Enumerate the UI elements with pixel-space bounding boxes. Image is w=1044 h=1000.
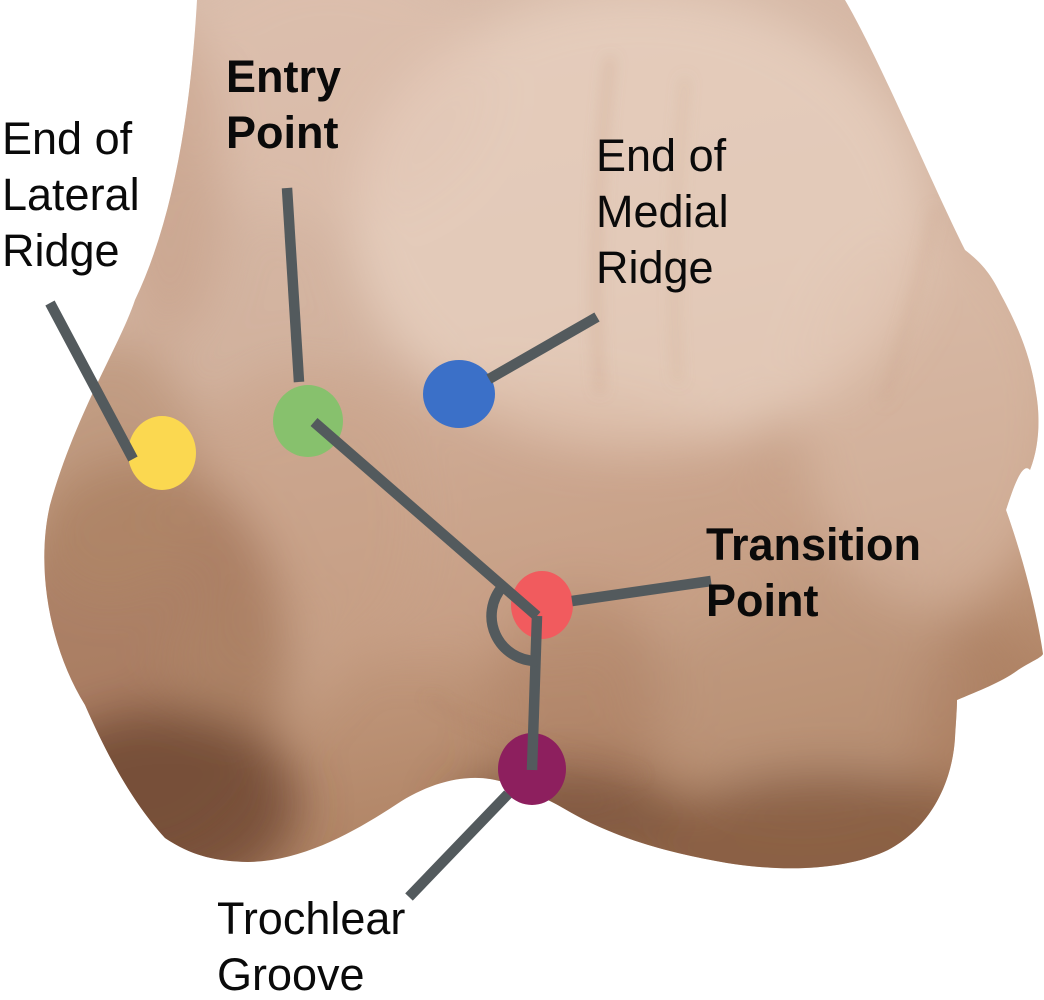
transition-point-leader-line — [571, 575, 712, 607]
label-end-of-medial-ridge: End of Medial Ridge — [596, 130, 729, 293]
trochlear-groove-leader-line — [405, 790, 512, 901]
medial-ridge-leader-line — [486, 312, 600, 384]
label-transition-point: Transition Point — [706, 519, 922, 626]
end-of-medial-ridge-dot — [423, 360, 495, 428]
entry-point-dot — [273, 385, 343, 457]
lateral-ridge-leader-line — [45, 300, 138, 462]
entry-point-leader-line — [281, 187, 305, 383]
label-end-of-lateral-ridge: End of Lateral Ridge — [2, 113, 140, 276]
angle-arc — [486, 582, 538, 667]
annotation-lines — [45, 187, 712, 901]
transition-point-dot — [511, 571, 573, 639]
end-of-lateral-ridge-dot — [128, 416, 196, 490]
transition-to-trochlear-line — [526, 615, 543, 771]
label-entry-point: Entry Point — [226, 51, 342, 158]
label-trochlear-groove: Trochlear Groove — [217, 893, 406, 1000]
landmark-dots — [128, 360, 573, 805]
